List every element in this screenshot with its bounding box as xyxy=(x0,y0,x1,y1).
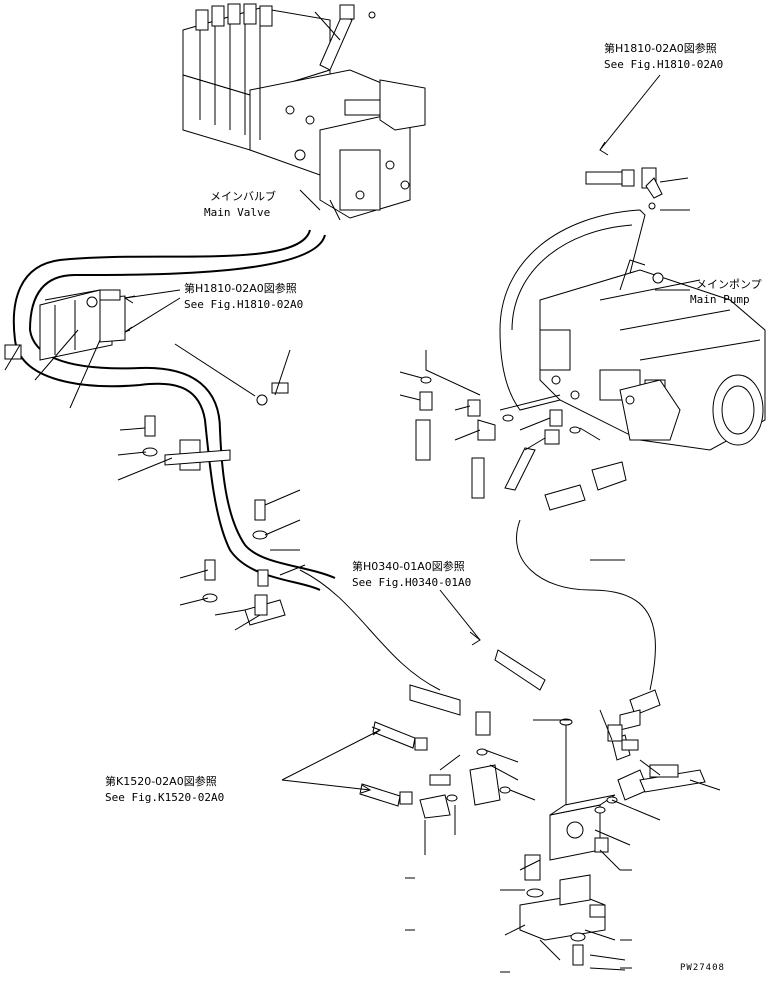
left-small-parts xyxy=(86,289,289,603)
ref-h1810-mid-en: See Fig.H1810-02A0 xyxy=(184,298,304,311)
drawing-code: PW27408 xyxy=(680,963,725,973)
ref-k1520-jp: 第K1520-02A0図参照 xyxy=(105,775,217,788)
ref-h1810-mid-jp: 第H1810-02A0図参照 xyxy=(184,282,297,295)
ref-h0340-jp: 第H0340-01A0図参照 xyxy=(352,560,465,573)
ref-k1520-en: See Fig.K1520-02A0 xyxy=(105,791,225,804)
top-right-fittings xyxy=(585,74,690,211)
main-pump-drawing xyxy=(499,202,766,451)
ref-h1810-top-jp: 第H1810-02A0図参照 xyxy=(604,42,717,55)
callout-marks xyxy=(405,869,632,973)
center-fittings xyxy=(415,350,627,511)
main-valve-label-jp: メインバルブ xyxy=(210,190,276,203)
main-pump-label-en: Main Pump xyxy=(690,293,750,306)
main-pump-label-jp: メインポンプ xyxy=(696,278,762,291)
bottom-assembly xyxy=(359,649,706,966)
leader-lines xyxy=(4,289,721,971)
ref-h0340-en: See Fig.H0340-01A0 xyxy=(352,576,472,589)
main-valve-drawing xyxy=(182,3,426,221)
left-brackets xyxy=(4,289,286,626)
main-valve-label-en: Main Valve xyxy=(204,206,271,219)
ref-h1810-top-en: See Fig.H1810-02A0 xyxy=(604,58,724,71)
